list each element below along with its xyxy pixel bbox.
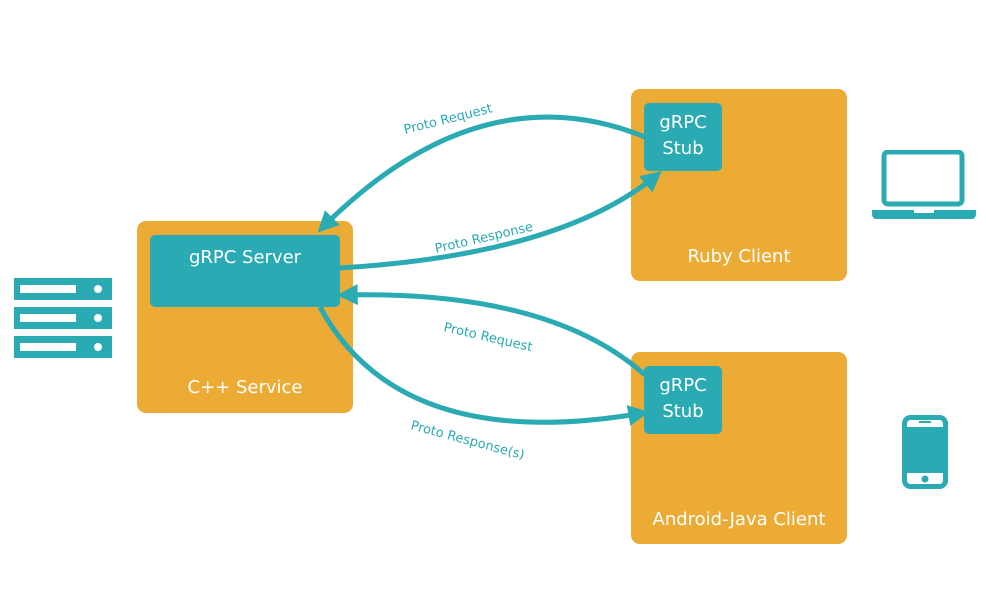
edge-label-android-response: Proto Response(s) xyxy=(409,418,526,463)
cpp-service-node: gRPC Server C++ Service xyxy=(137,221,353,413)
edge-ruby-request xyxy=(317,114,646,233)
edge-ruby-response xyxy=(338,170,662,271)
android-java-client-label: Android-Java Client xyxy=(652,509,826,530)
android-java-client-node: gRPC Stub Android-Java Client xyxy=(631,352,847,544)
ruby-client-label: Ruby Client xyxy=(687,246,791,267)
server-rack-icon xyxy=(14,278,112,358)
ruby-client-node: gRPC Stub Ruby Client xyxy=(631,89,847,281)
edge-android-response xyxy=(317,305,650,426)
grpc-server-label: gRPC Server xyxy=(188,247,302,268)
edge-android-request xyxy=(336,284,647,377)
grpc-server-box: gRPC Server xyxy=(150,235,340,307)
cpp-service-label: C++ Service xyxy=(187,377,303,398)
android-grpc-stub-box: gRPC Stub xyxy=(644,366,722,434)
edge-label-ruby-request: Proto Request xyxy=(402,101,494,137)
android-stub-label-line2: Stub xyxy=(662,401,704,422)
edge-label-android-request: Proto Request xyxy=(442,320,534,355)
ruby-stub-label-line1: gRPC xyxy=(659,112,707,133)
android-stub-label-line1: gRPC xyxy=(659,375,707,396)
laptop-icon xyxy=(872,150,976,219)
ruby-stub-label-line2: Stub xyxy=(662,138,704,159)
ruby-grpc-stub-box: gRPC Stub xyxy=(644,103,722,171)
phone-icon xyxy=(902,415,948,489)
